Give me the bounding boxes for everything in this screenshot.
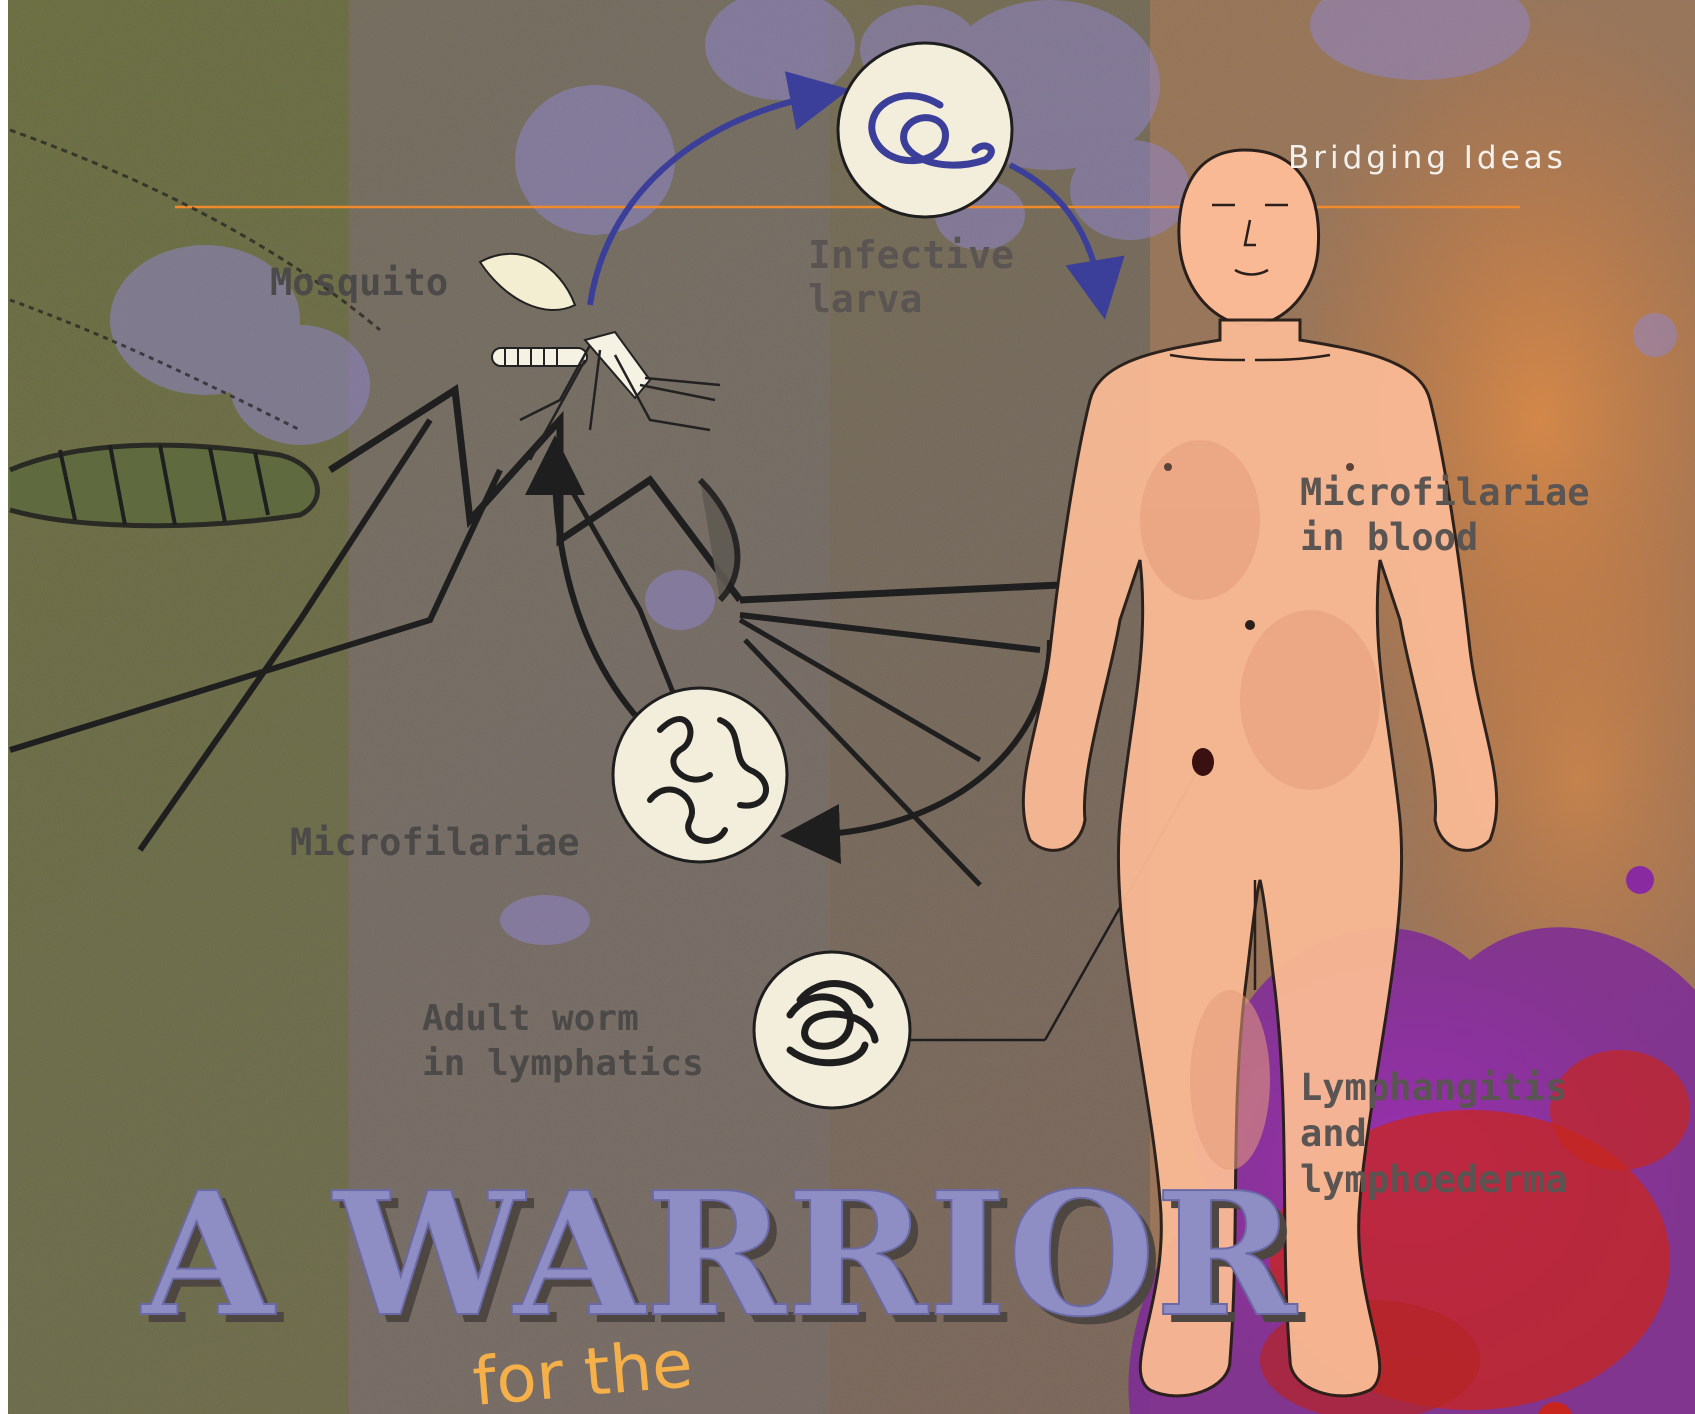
label-microfilariae-blood-2: in blood bbox=[1300, 516, 1478, 559]
section-title: Bridging Ideas bbox=[1288, 140, 1567, 176]
label-larva: larva bbox=[808, 277, 922, 321]
label-microfilariae-blood-1: Microfilariae bbox=[1300, 471, 1590, 514]
label-adult-worm: Adult worm bbox=[422, 998, 639, 1039]
label-lymphangitis: Lymphangitis bbox=[1300, 1066, 1567, 1109]
larva-coil-icon bbox=[838, 43, 1012, 217]
label-infective: Infective bbox=[808, 233, 1014, 277]
label-mosquito: Mosquito bbox=[270, 261, 448, 304]
label-lymphoederma: lymphoederma bbox=[1300, 1158, 1567, 1201]
microfilariae-icon bbox=[613, 688, 787, 862]
label-in-lymphatics: in lymphatics bbox=[422, 1043, 704, 1084]
label-and: and bbox=[1300, 1112, 1367, 1155]
label-microfilariae: Microfilariae bbox=[290, 821, 580, 864]
title-main: A WARRIOR bbox=[140, 1155, 1298, 1355]
